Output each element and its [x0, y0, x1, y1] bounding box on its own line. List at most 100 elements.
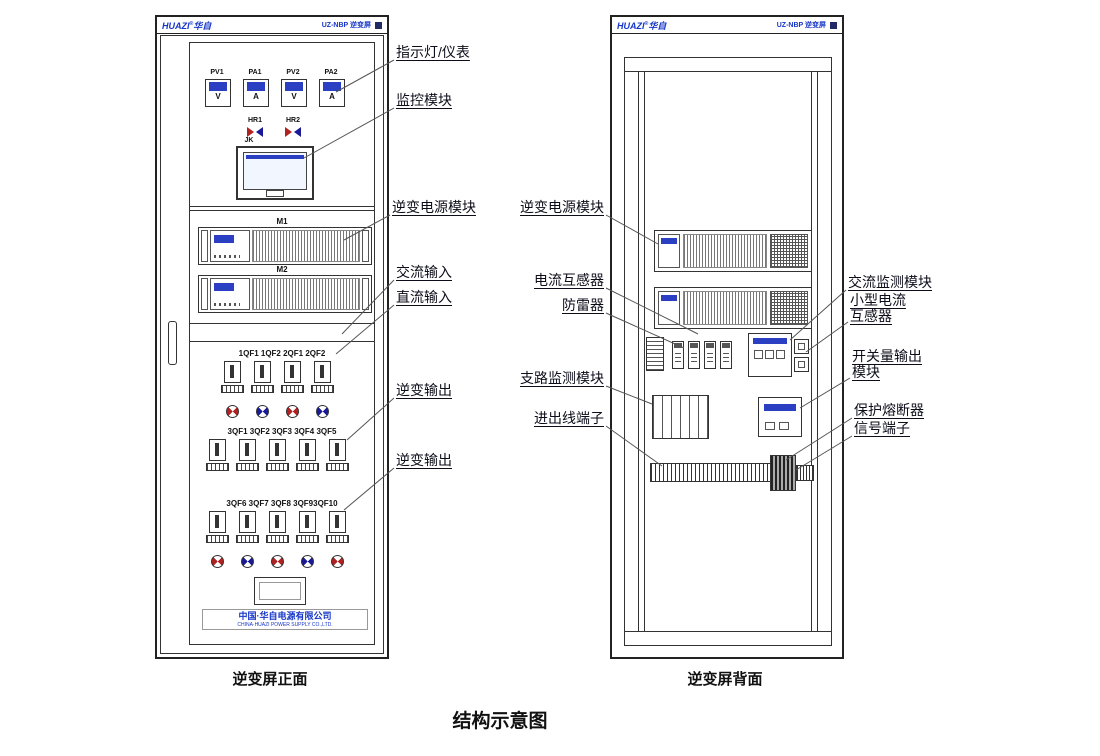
module-display-panel — [210, 230, 250, 262]
indicator-lamp-icon — [211, 555, 224, 568]
monitor-label: JK — [244, 137, 254, 144]
meter-pv2: V — [281, 79, 307, 107]
module-display-panel — [658, 291, 680, 325]
module-port — [776, 350, 785, 359]
monitoring-module — [236, 146, 314, 200]
breaker — [299, 511, 316, 533]
ac-monitoring-module — [748, 333, 792, 377]
surge-protector — [672, 341, 684, 369]
callout-protection-fuse: 保护熔断器 — [854, 402, 924, 418]
module-port — [765, 422, 775, 430]
callout-inverter-module: 逆变电源模块 — [392, 199, 476, 215]
mounting-rail-left — [638, 71, 645, 632]
monitor-base — [266, 190, 284, 197]
breaker — [224, 361, 241, 383]
indicator-lamp-icon — [271, 555, 284, 568]
module-port — [765, 350, 774, 359]
callout-inverter-output-1: 逆变输出 — [396, 382, 452, 398]
terminal-bar — [296, 463, 319, 471]
callout-mini-ct: 小型电流互感器 — [850, 292, 906, 324]
signal-terminal-block — [796, 465, 814, 481]
company-name-en: CHINA·HUAZI POWER SUPPLY CO.,LTD. — [237, 622, 333, 628]
rack-bracket — [362, 230, 369, 262]
front-cabinet: HUAZI®华自 UZ-NBP 逆变屏 PV1 PA1 PV2 PA2 V A … — [155, 15, 389, 659]
rack-bracket — [362, 278, 369, 310]
breaker — [209, 511, 226, 533]
terminal-bar — [281, 385, 304, 393]
breaker — [329, 439, 346, 461]
terminal-bar — [266, 535, 289, 543]
breaker — [284, 361, 301, 383]
callout-inverter-module-rear: 逆变电源模块 — [520, 199, 604, 215]
module-connectors — [770, 291, 808, 325]
protection-fuse-block — [770, 455, 796, 491]
inverter-module-rear-2 — [654, 287, 812, 329]
divider — [190, 341, 374, 342]
module-vent — [252, 230, 360, 262]
module-display-panel — [658, 234, 680, 268]
breaker — [329, 511, 346, 533]
meter-unit: V — [291, 92, 297, 101]
callout-switch-output-module: 开关量输出模块 — [852, 348, 922, 380]
indicator-label: HR2 — [285, 117, 300, 124]
breaker — [314, 361, 331, 383]
terminal-bar — [236, 463, 259, 471]
module-display — [753, 338, 787, 344]
diagram-title: 结构示意图 — [452, 711, 548, 732]
callout-ac-monitoring-module: 交流监测模块 — [848, 274, 932, 290]
breaker-group-label: 3QF6 3QF7 3QF8 3QF93QF10 — [226, 499, 338, 508]
surge-protector — [688, 341, 700, 369]
surge-protector — [704, 341, 716, 369]
indicator-label: HR1 — [247, 117, 262, 124]
terminal-bar — [311, 385, 334, 393]
callout-surge-protector: 防雷器 — [562, 297, 604, 313]
callout-indicator-meters: 指示灯/仪表 — [396, 44, 470, 60]
monitor-screen — [243, 152, 307, 190]
huazi-logo: HUAZI®华自 — [617, 20, 667, 31]
module-display — [764, 404, 796, 411]
nameplate — [254, 577, 306, 605]
front-caption: 逆变屏正面 — [232, 671, 308, 688]
breaker — [269, 439, 286, 461]
company-name-cn: 中国·华自电源有限公司 — [238, 611, 332, 621]
meter-label: PV2 — [286, 69, 300, 76]
divider — [190, 210, 374, 211]
header-mark-icon — [375, 21, 382, 29]
meter-display — [209, 82, 227, 91]
meter-display — [323, 82, 341, 91]
mini-current-transformer — [794, 339, 809, 354]
indicator-lamp-icon — [331, 555, 344, 568]
terminal-bar — [221, 385, 244, 393]
module-display-panel — [210, 278, 250, 310]
inverter-module-rear-1 — [654, 230, 812, 272]
module-vent — [683, 291, 767, 325]
branch-monitoring-module — [652, 395, 709, 439]
breaker — [209, 439, 226, 461]
breaker-group-label: 3QF1 3QF2 3QF3 3QF4 3QF5 — [227, 427, 337, 436]
meter-unit: V — [215, 92, 221, 101]
frame-top-beam — [625, 58, 831, 72]
callout-inverter-output-2: 逆变输出 — [396, 452, 452, 468]
rack-bracket — [201, 278, 208, 310]
module-connectors — [770, 234, 808, 268]
mounting-rail-right — [811, 71, 818, 632]
back-cabinet: HUAZI®华自 UZ-NBP 逆变屏 — [610, 15, 844, 659]
terminal-bar — [326, 463, 349, 471]
huazi-logo: HUAZI®华自 — [162, 20, 212, 31]
callout-io-terminals: 进出线端子 — [534, 410, 604, 426]
inverter-module-m2 — [198, 275, 372, 313]
rack-bracket — [201, 230, 208, 262]
frame-bottom-beam — [625, 631, 831, 645]
callout-branch-monitoring: 支路监测模块 — [520, 370, 604, 386]
indicator-lamp-icon — [256, 405, 269, 418]
door-handle-icon — [168, 321, 177, 365]
divider — [190, 323, 374, 324]
indicator-lamp-icon — [241, 555, 254, 568]
callout-ac-input: 交流输入 — [396, 264, 452, 280]
back-cabinet-header: HUAZI®华自 UZ-NBP 逆变屏 — [612, 17, 842, 34]
breaker — [299, 439, 316, 461]
header-mark-icon — [830, 21, 837, 29]
meter-unit: A — [253, 92, 259, 101]
meter-pa1: A — [243, 79, 269, 107]
